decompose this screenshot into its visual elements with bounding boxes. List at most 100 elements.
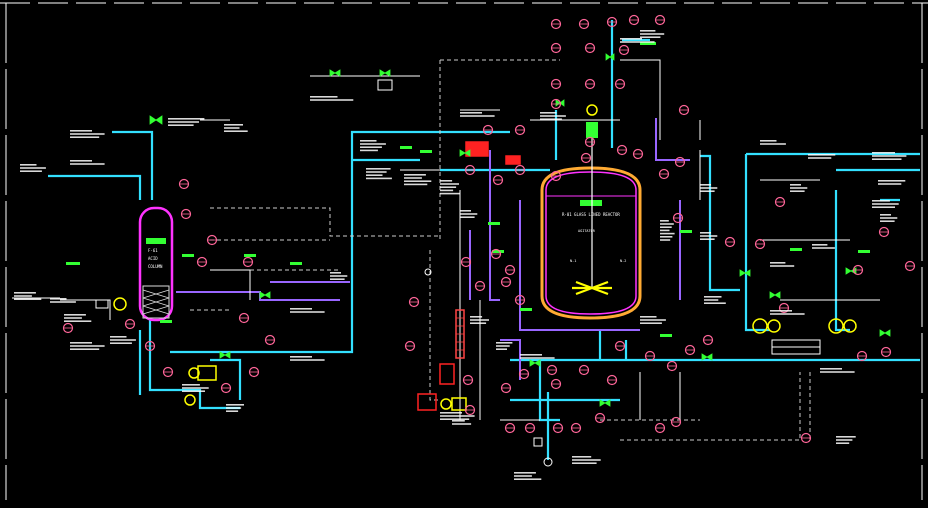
instrument-bubble-icon [584,136,596,148]
instrument-bubble-icon [464,164,476,176]
annotation-text-block [760,140,786,145]
annotation-text-block [226,404,244,412]
annotation-text-block [770,262,795,267]
annotation-text-block [20,164,46,172]
instrument-bubble-icon [460,256,472,268]
instrument-bubble-icon [464,404,476,416]
svg-text:R-01 GLASS LINED REACTOR: R-01 GLASS LINED REACTOR [562,212,620,217]
annotation-text-block [878,180,906,185]
instrument-bubbles [62,14,916,444]
alarm-boxes [417,141,521,411]
instrument-bubble-icon [666,360,678,372]
annotation-text-block [700,232,718,240]
instrument-bubble-icon [408,296,420,308]
column-vessel: F-61 ACID COLUMN [138,206,174,322]
pump-icon [440,397,467,411]
annotation-text-block [640,316,666,324]
annotation-text-block [540,112,566,120]
instrument-bubble-icon [162,366,174,378]
instrument-bubble-icon [514,164,526,176]
instrument-bubble-icon [550,42,562,54]
instrument-bubble-icon [196,256,208,268]
receiver-vessel [455,309,465,359]
instrument-bubble-icon [514,124,526,136]
instrument-bubble-icon [180,208,192,220]
annotation-text-block [290,356,325,361]
annotation-text-block [620,38,655,43]
svg-text:AGITATOR: AGITATOR [578,229,596,233]
annotation-text-block [310,96,354,101]
pumps [113,297,857,411]
instrument-bubble-icon [724,236,736,248]
annotation-text-block [872,200,899,208]
instrument-bubble-icon [880,346,892,358]
instrument-bubble-icon [206,234,218,246]
instrument-bubble-icon [584,42,596,54]
instrument-bubble-icon [614,78,626,90]
pump-icon [828,318,857,334]
reactor-vessel: R-01 GLASS LINED REACTOR AGITATOR N-1 N-… [540,104,642,320]
instrument-bubble-icon [492,174,504,186]
annotation-text-block [360,140,386,152]
annotation-text-block [812,244,835,249]
annotation-text-block [330,272,348,280]
instrument-bubble-icon [606,374,618,386]
instrument-bubble-icon [62,322,74,334]
instrument-bubble-icon [550,18,562,30]
instrument-bubble-icon [264,334,276,346]
instrument-bubble-icon [550,378,562,390]
annotation-text-block [50,298,76,303]
pump-icon [184,394,196,406]
annotation-text-block [70,342,105,350]
instrument-bubble-icon [552,422,564,434]
annotation-text-block [452,420,472,425]
instrument-bubble-icon [754,238,766,250]
instrument-bubble-icon [856,350,868,362]
annotation-text-block [224,124,248,132]
annotation-text-block [836,436,856,444]
annotation-text-block [700,184,718,192]
instrument-bubble-icon [500,276,512,288]
tag-labels [66,42,870,337]
instrument-bubble-icon [852,264,864,276]
annotation-blocks [14,30,907,480]
annotation-text-block [520,354,555,359]
instrument-bubble-icon [674,156,686,168]
instrument-bubble-icon [778,302,790,314]
annotation-text-block [790,184,808,192]
instrument-bubble-icon [524,422,536,434]
instrument-bubble-icon [800,432,812,444]
instrument-bubble-icon [178,178,190,190]
instrument-bubble-icon [878,226,890,238]
instrument-bubble-icon [684,344,696,356]
annotation-text-block [872,152,907,160]
instrument-bubble-icon [618,44,630,56]
instrument-bubble-icon [614,340,626,352]
annotation-text-block [404,174,432,186]
misc-symbols [95,79,553,467]
annotation-text-block [514,472,542,480]
annotation-text-block [808,154,836,159]
instrument-bubble-icon [616,144,628,156]
instrument-bubble-icon [774,196,786,208]
heat-exchanger-icon [771,339,821,355]
instrument-bubble-icon [144,340,156,352]
instrument-bubble-icon [462,374,474,386]
instrument-bubble-icon [242,256,254,268]
annotation-text-block [290,308,325,313]
instrument-bubble-icon [570,422,582,434]
annotation-text-block [70,160,105,165]
instrument-bubble-icon [514,294,526,306]
instrument-bubble-icon [404,340,416,352]
svg-text:N-2: N-2 [620,259,626,263]
annotation-text-block [880,214,898,222]
annotation-text-block [440,412,475,420]
annotation-text-block [820,368,855,373]
instrument-bubble-icon [482,124,494,136]
annotation-text-block [110,336,136,344]
svg-text:COLUMN: COLUMN [148,264,163,269]
svg-text:N-1: N-1 [570,259,576,263]
